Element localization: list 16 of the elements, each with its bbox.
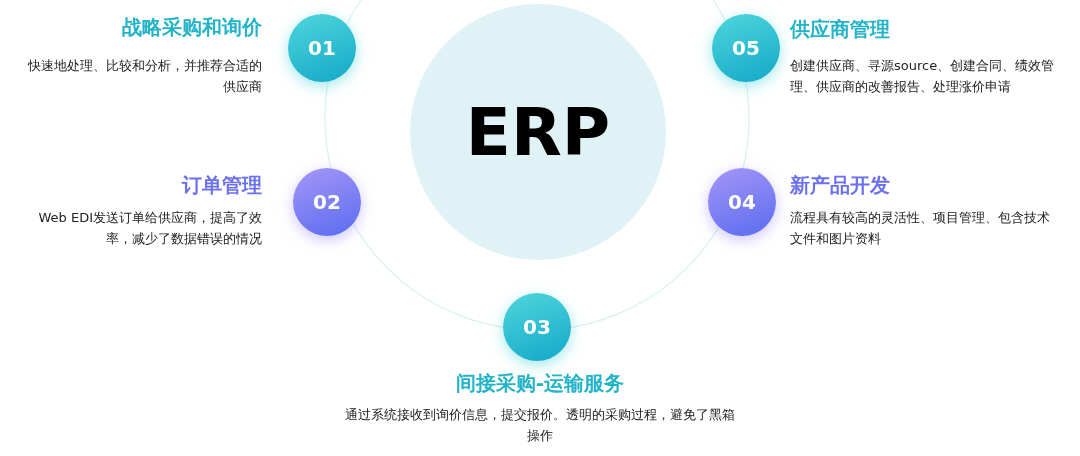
heading: 供应商管理 bbox=[790, 16, 891, 42]
number-circle: 01 bbox=[288, 14, 356, 82]
heading: 间接采购-运输服务 bbox=[454, 370, 626, 396]
description: 创建供应商、寻源source、创建合同、绩效管理、供应商的改善报告、处理涨价申请 bbox=[790, 57, 1056, 96]
description: 流程具有较高的灵活性、项目管理、包含技术文件和图片资料 bbox=[790, 209, 1051, 248]
heading: 新产品开发 bbox=[790, 172, 891, 198]
description: 通过系统接收到询价信息，提交报价。透明的采购过程，避免了黑箱操作 bbox=[344, 406, 736, 445]
description: 快速地处理、比较和分析，并推荐合适的供应商 bbox=[27, 57, 262, 96]
heading: 订单管理 bbox=[180, 172, 262, 198]
number-circle: 02 bbox=[293, 168, 361, 236]
center-circle: ERP bbox=[410, 4, 666, 260]
number-circle: 03 bbox=[503, 293, 571, 361]
number-circle: 04 bbox=[708, 168, 776, 236]
description: Web EDI发送订单给供应商，提高了效率，减少了数据错误的情况 bbox=[37, 209, 262, 248]
number-circle: 05 bbox=[712, 14, 780, 82]
heading: 战略采购和询价 bbox=[121, 14, 262, 40]
